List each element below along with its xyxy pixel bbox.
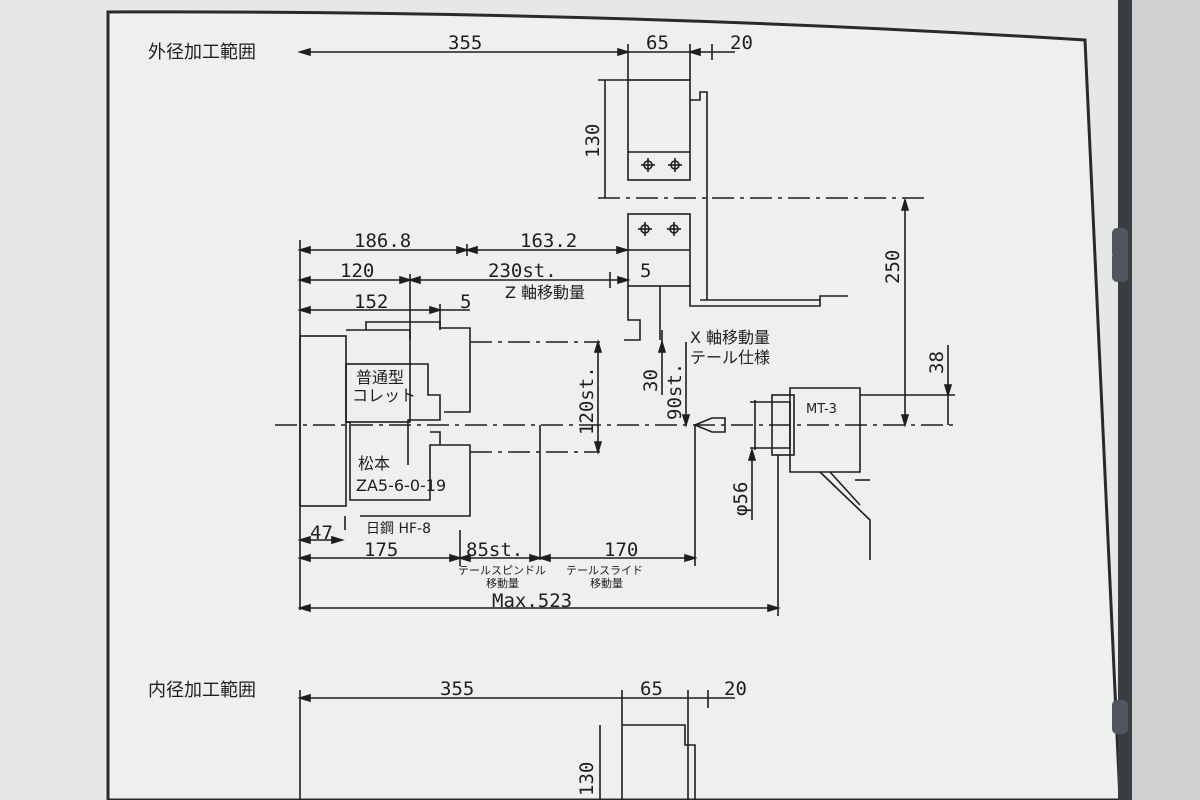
dim-120: 120 — [340, 260, 375, 282]
dim-130-vertical: 130 — [582, 123, 604, 158]
dim-170: 170 — [604, 539, 639, 561]
inner-dim-130-vertical: 130 — [576, 761, 598, 796]
tail-slide-travel-line1: テールスライド — [566, 564, 643, 577]
dim-186-8: 186.8 — [354, 230, 412, 252]
outer-range-title: 外径加工範囲 — [148, 42, 256, 63]
hf8-label: 日鋼 HF-8 — [366, 521, 431, 537]
collet-label-line2: コレット — [352, 386, 417, 405]
dim-152: 152 — [354, 291, 389, 313]
inner-dim-65: 65 — [640, 678, 663, 700]
inner-dim-355: 355 — [440, 678, 475, 700]
binding-ring-bottom — [1112, 700, 1128, 734]
tail-spec-label: テール仕様 — [690, 348, 771, 367]
binding-ring-middle — [1112, 252, 1128, 282]
dim-85st: 85st. — [466, 539, 524, 561]
dim-5-upper: 5 — [640, 260, 652, 282]
dim-max-523: Max.523 — [492, 590, 573, 612]
dim-120st-vertical: 120st. — [576, 366, 598, 435]
next-page-edge — [1132, 0, 1200, 800]
dim-355-top: 355 — [448, 32, 483, 54]
mt3-label: MT-3 — [806, 402, 837, 417]
dim-5-lower: 5 — [460, 291, 472, 313]
chuck-maker-label: 松本 — [358, 454, 391, 473]
inner-range-title: 内径加工範囲 — [148, 680, 256, 701]
tail-spindle-travel-line1: テールスピンドル — [458, 564, 546, 577]
dim-175: 175 — [364, 539, 399, 561]
x-axis-travel-label: X 軸移動量 — [690, 328, 771, 347]
dim-65-top: 65 — [646, 32, 669, 54]
dim-163-2: 163.2 — [520, 230, 578, 252]
chuck-model-label: ZA5-6-0-19 — [356, 476, 447, 495]
tail-slide-travel-line2: 移動量 — [590, 577, 623, 590]
z-axis-travel-label: Z 軸移動量 — [505, 283, 586, 302]
dim-250-vertical: 250 — [882, 249, 904, 284]
page-border — [106, 10, 1122, 800]
dim-30-vertical: 30 — [640, 369, 662, 392]
inner-dim-20: 20 — [724, 678, 747, 700]
tail-spindle-travel-line2: 移動量 — [486, 577, 519, 590]
binding-gap — [1118, 0, 1132, 800]
dim-38-vertical: 38 — [926, 351, 948, 374]
dim-20-top: 20 — [730, 32, 753, 54]
dim-47: 47 — [310, 522, 333, 544]
binding-ring-top — [1112, 228, 1128, 258]
dim-230st: 230st. — [488, 260, 557, 282]
dim-90st-vertical: 90st. — [664, 362, 686, 420]
collet-label-line1: 普通型 — [356, 368, 405, 387]
phi56-vertical: φ56 — [730, 481, 752, 516]
